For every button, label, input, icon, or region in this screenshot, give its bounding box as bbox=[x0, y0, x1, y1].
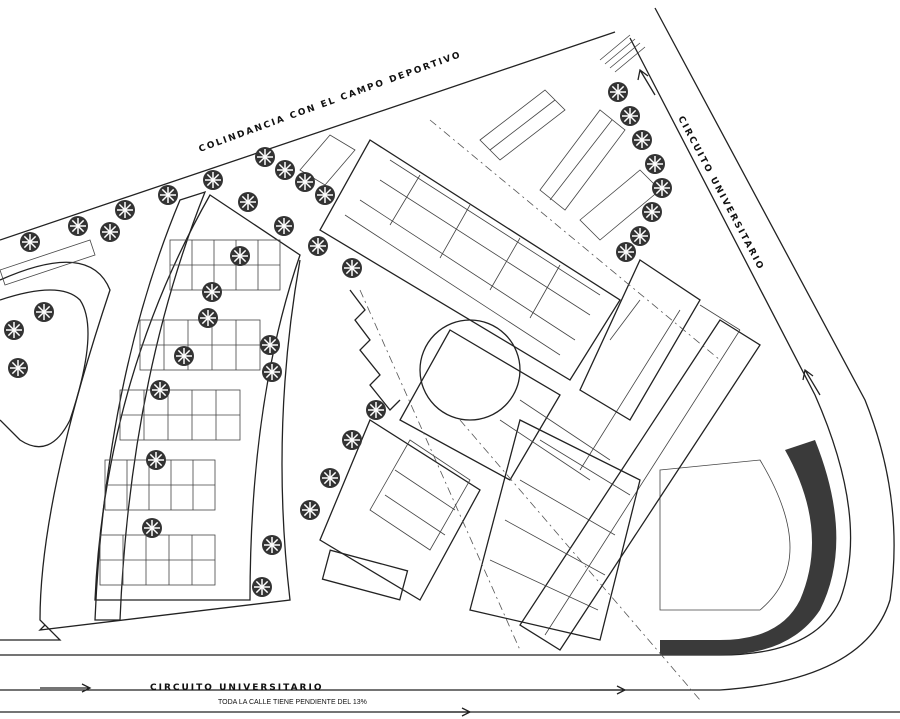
left-outer-road bbox=[0, 261, 111, 641]
tree-icon bbox=[275, 160, 295, 180]
tree-icon bbox=[203, 170, 223, 190]
tree-icon bbox=[174, 346, 194, 366]
tree-icon bbox=[198, 308, 218, 328]
tree-icon bbox=[342, 258, 362, 278]
tree-icon bbox=[230, 246, 250, 266]
tree-icon bbox=[68, 216, 88, 236]
tree-icon bbox=[308, 236, 328, 256]
slope-note: TODA LA CALLE TIENE PENDIENTE DEL 13% bbox=[218, 699, 367, 706]
tree-icon bbox=[616, 242, 636, 262]
tree-icon bbox=[20, 232, 40, 252]
tree-icon bbox=[34, 302, 54, 322]
tree-icon bbox=[652, 178, 672, 198]
left-loop-road bbox=[0, 289, 89, 448]
tree-icon bbox=[620, 106, 640, 126]
tree-icon bbox=[262, 535, 282, 555]
housing-units bbox=[99, 239, 281, 586]
tree-icon bbox=[4, 320, 24, 340]
axis-line bbox=[359, 119, 721, 701]
tree-icon bbox=[158, 185, 178, 205]
tree-icon bbox=[320, 468, 340, 488]
tree-icon bbox=[142, 518, 162, 538]
tree-icon bbox=[642, 202, 662, 222]
tree-icon bbox=[202, 282, 222, 302]
tree-icon bbox=[146, 450, 166, 470]
top-boundary-line bbox=[0, 31, 616, 241]
trees bbox=[4, 82, 672, 597]
tree-icon bbox=[115, 200, 135, 220]
tree-icon bbox=[252, 577, 272, 597]
tree-icon bbox=[630, 226, 650, 246]
tree-icon bbox=[645, 154, 665, 174]
central-building bbox=[319, 139, 621, 601]
right-road-label: CIRCUITO UNIVERSITARIO bbox=[675, 115, 765, 273]
direction-arrows bbox=[40, 68, 821, 717]
tree-icon bbox=[260, 335, 280, 355]
right-road-outer-edge bbox=[654, 7, 895, 691]
tree-icon bbox=[632, 130, 652, 150]
running-track bbox=[660, 440, 837, 655]
right-road-inner-edge bbox=[629, 37, 852, 656]
tree-icon bbox=[274, 216, 294, 236]
sports-field bbox=[659, 459, 791, 611]
stepped-plaza bbox=[349, 289, 401, 411]
bottom-road-label: CIRCUITO UNIVERSITARIO bbox=[150, 683, 323, 693]
tree-icon bbox=[8, 358, 28, 378]
tree-icon bbox=[366, 400, 386, 420]
tree-icon bbox=[315, 185, 335, 205]
classroom-building bbox=[469, 259, 761, 651]
tree-icon bbox=[150, 380, 170, 400]
tree-icon bbox=[262, 362, 282, 382]
tree-icon bbox=[238, 192, 258, 212]
tree-icon bbox=[295, 172, 315, 192]
tree-icon bbox=[100, 222, 120, 242]
tree-icon bbox=[255, 147, 275, 167]
housing-strip-outline bbox=[94, 190, 207, 621]
top-boundary-label: COLINDANCIA CON EL CAMPO DEPORTIVO bbox=[198, 50, 464, 155]
courtyard-edge bbox=[38, 259, 301, 631]
tree-icon bbox=[342, 430, 362, 450]
tree-icon bbox=[608, 82, 628, 102]
tree-icon bbox=[300, 500, 320, 520]
stairs bbox=[599, 34, 646, 73]
